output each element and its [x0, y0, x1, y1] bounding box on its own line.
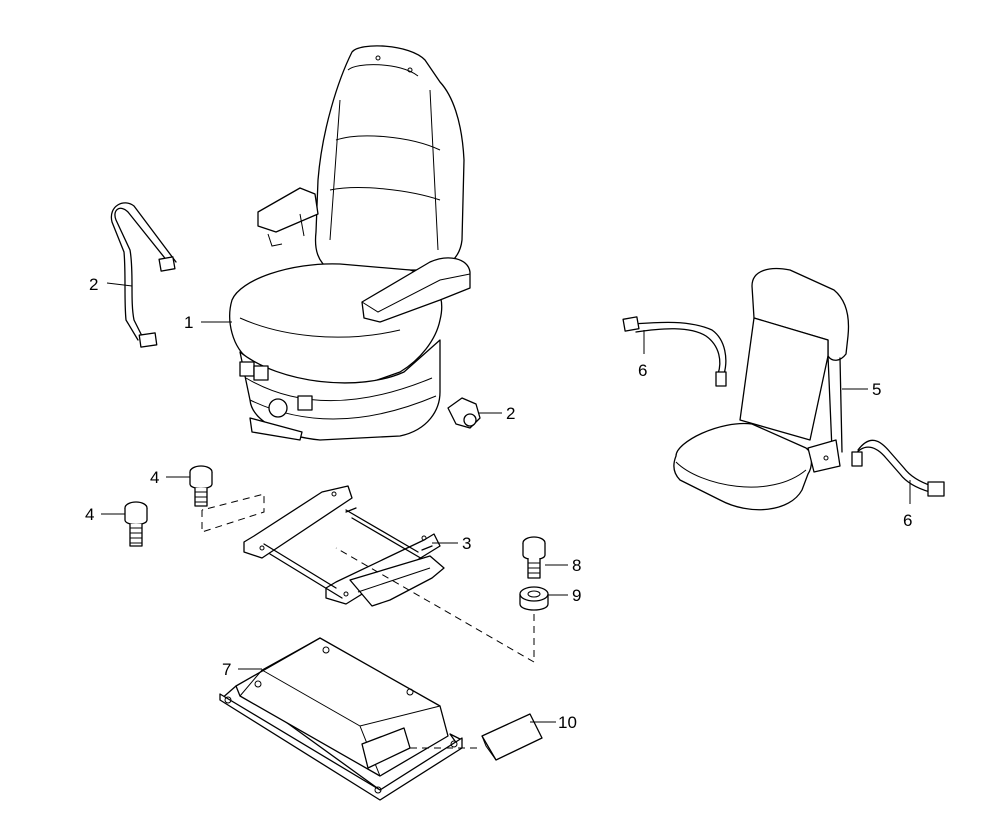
auxiliary-seat-belt-right-part: [851, 439, 945, 497]
callout-9: 9: [572, 586, 581, 605]
callout-3: 3: [462, 534, 471, 553]
auxiliary-seat-part: [673, 267, 850, 511]
bolt-part-upper: [189, 465, 213, 507]
callout-7: 7: [222, 660, 231, 679]
operator-seat-part: [229, 45, 471, 441]
washer-part-9: [519, 586, 549, 611]
callout-4-upper: 4: [150, 468, 159, 487]
callout-6-left: 6: [638, 361, 647, 380]
callout-1: 1: [184, 313, 193, 332]
slide-rail-assembly-part: [243, 485, 445, 607]
auxiliary-seat-belt-left-part: [622, 316, 727, 387]
callout-8: 8: [572, 556, 581, 575]
callout-2-strap: 2: [89, 275, 98, 294]
callout-2-buckle: 2: [506, 404, 515, 423]
seat-base-plate-part: [219, 637, 463, 801]
callout-4-lower: 4: [85, 505, 94, 524]
callout-5: 5: [872, 380, 881, 399]
callout-6-right: 6: [903, 511, 912, 530]
seat-belt-buckle-part: [447, 397, 481, 429]
bolt-part-lower: [124, 501, 148, 547]
bolt-part-8: [522, 536, 546, 579]
seat-belt-strap-part: [110, 202, 177, 348]
callout-10: 10: [558, 713, 577, 732]
cover-plate-part-10: [481, 713, 543, 761]
